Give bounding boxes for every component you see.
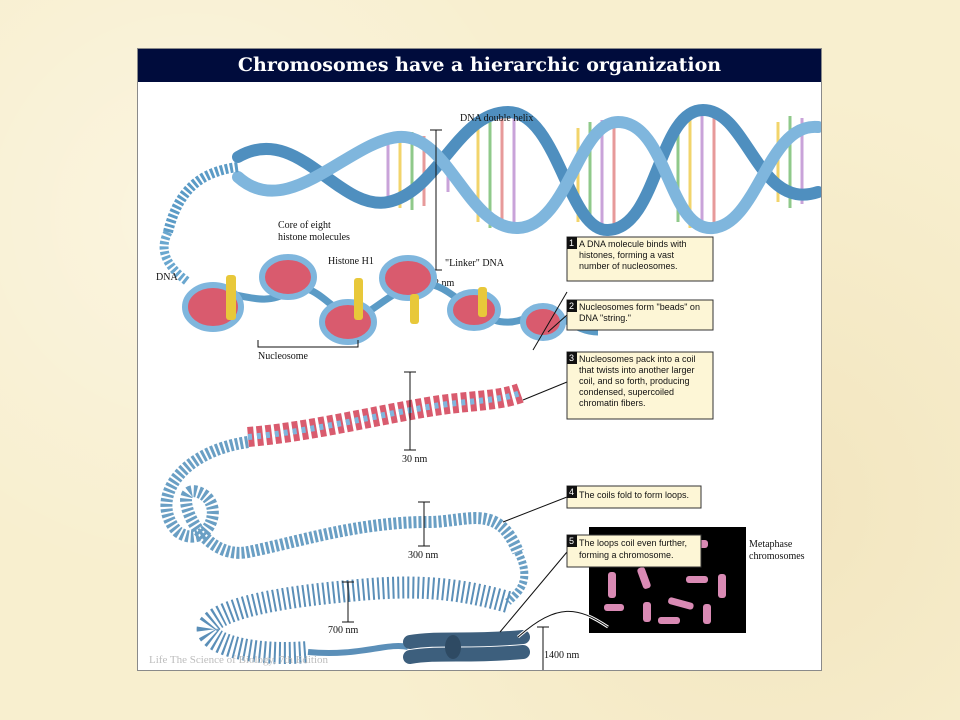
- histone-core-4: [379, 255, 437, 324]
- thirty-nm-label: 30 nm: [402, 454, 428, 465]
- chromatin-fiber-30nm: [247, 382, 527, 447]
- dna-double-helix-label: DNA double helix: [460, 113, 533, 124]
- figure-credit: Life The Science of Biology, 7th Edition: [149, 654, 329, 666]
- two-nm-label: 2 nm: [434, 278, 455, 289]
- histone-core-3: [319, 278, 377, 345]
- step-4-number: 4: [569, 487, 574, 497]
- nucleosome-string: [182, 254, 599, 345]
- step-3-line2: that twists into another larger: [579, 365, 695, 375]
- histone-core-6: [520, 303, 566, 341]
- histone-core-5: [447, 287, 501, 331]
- slide-frame: Chromosomes have a hierarchic organizati…: [137, 48, 822, 671]
- seven-hundred-nm-label: 700 nm: [328, 625, 359, 636]
- step-callout-4: 4 The coils fold to form loops.: [502, 485, 702, 523]
- histone-core-1: [182, 275, 244, 332]
- step-callout-2: 2 Nucleosomes form "beads" on DNA "strin…: [547, 299, 714, 333]
- nucleosome-label: Nucleosome: [258, 351, 309, 362]
- step-1-line2: histones, forming a vast: [579, 250, 675, 260]
- nucleosome-bracket: [257, 340, 359, 348]
- step-callout-5: 5 The loops coil even further, forming a…: [499, 534, 702, 633]
- coiled-loops-700nm: [196, 576, 512, 664]
- step-callout-1: 1 A DNA molecule binds with histones, fo…: [532, 236, 714, 351]
- linker-dna-label: "Linker" DNA: [445, 258, 505, 269]
- dna-double-helix: [159, 103, 821, 286]
- metaphase-label-line2: chromosomes: [749, 551, 805, 562]
- fourteen-hundred-nm-marker: [537, 626, 549, 670]
- step-5-line2: forming a chromosome.: [579, 550, 674, 560]
- step-5-number: 5: [569, 536, 574, 546]
- core-label-line2: histone molecules: [278, 232, 350, 243]
- step-3-line3: coil, and so forth, producing: [579, 376, 690, 386]
- step-3-line1: Nucleosomes pack into a coil: [579, 354, 696, 364]
- step-1-number: 1: [569, 238, 574, 248]
- step-4-line1: The coils fold to form loops.: [579, 490, 689, 500]
- slide-title: Chromosomes have a hierarchic organizati…: [138, 49, 821, 82]
- histone-core-2: [259, 254, 317, 300]
- dna-label: DNA: [156, 272, 178, 283]
- core-label-line1: Core of eight: [278, 220, 331, 231]
- three-hundred-nm-marker: [418, 501, 430, 547]
- step-1-line1: A DNA molecule binds with: [579, 239, 687, 249]
- step-2-number: 2: [569, 301, 574, 311]
- step-2-line1: Nucleosomes form "beads" on: [579, 302, 700, 312]
- step-5-line1: The loops coil even further,: [579, 538, 687, 548]
- three-hundred-nm-label: 300 nm: [408, 550, 439, 561]
- step-3-line5: chromatin fibers.: [579, 398, 646, 408]
- step-callout-3: 3 Nucleosomes pack into a coil that twis…: [522, 351, 714, 420]
- step-3-line4: condensed, supercoiled: [579, 387, 674, 397]
- looped-fiber-300nm: [160, 436, 529, 605]
- step-3-number: 3: [569, 353, 574, 363]
- step-1-line3: number of nucleosomes.: [579, 261, 678, 271]
- chromosome-organization-figure: DNA double helix 2 nm: [156, 103, 821, 670]
- metaphase-chromosome-drawing: [307, 630, 530, 664]
- fourteen-hundred-nm-label: 1400 nm: [544, 650, 580, 661]
- metaphase-label-line1: Metaphase: [749, 539, 793, 550]
- thirty-nm-marker: [404, 371, 416, 451]
- histone-h1-label: Histone H1: [328, 256, 374, 267]
- step-2-line2: DNA "string.": [579, 313, 631, 323]
- seven-hundred-nm-marker: [342, 581, 354, 623]
